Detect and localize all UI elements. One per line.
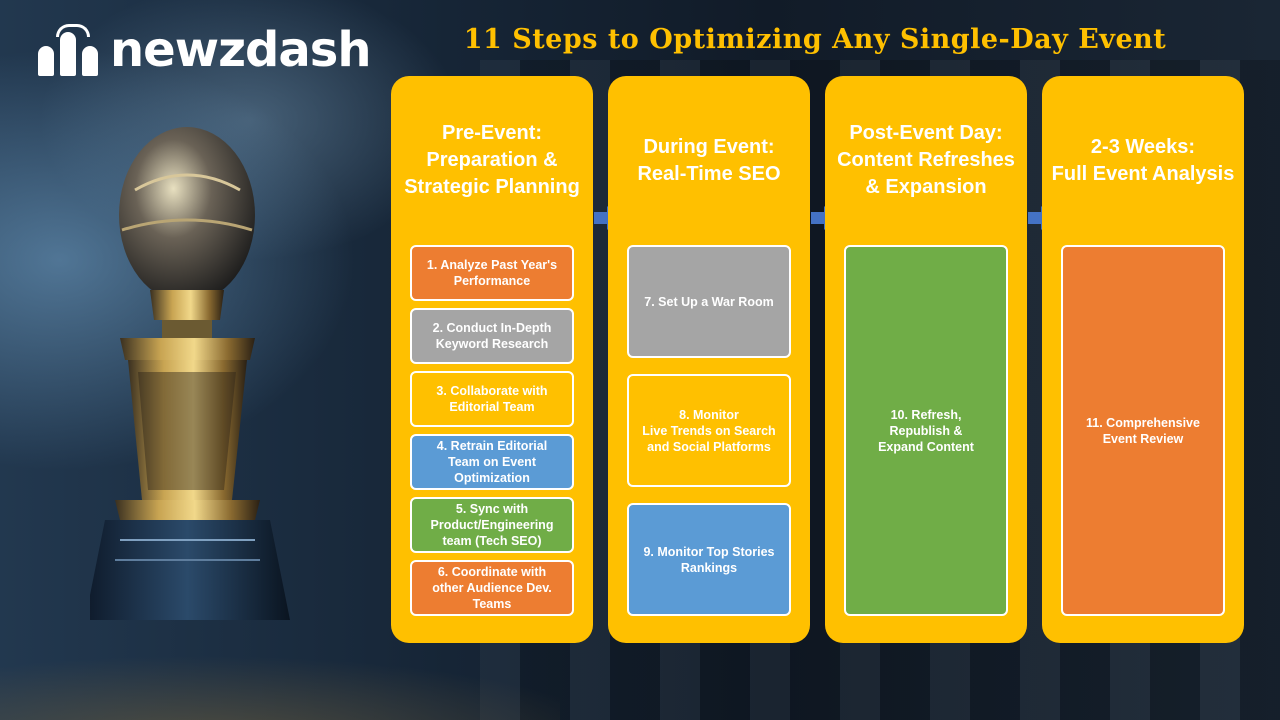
step-10: 10. Refresh, Republish & Expand Content xyxy=(844,245,1008,616)
phase-heading: During Event: Real-Time SEO xyxy=(637,136,781,185)
step-2: 2. Conduct In-Depth Keyword Research xyxy=(410,308,574,364)
step-11: 11. Comprehensive Event Review xyxy=(1061,245,1225,616)
logo-text: newzdash xyxy=(110,22,371,78)
logo-icon xyxy=(36,24,100,76)
brand-logo: newzdash xyxy=(36,22,371,78)
page-title: 11 Steps to Optimizing Any Single-Day Ev… xyxy=(463,24,1167,55)
phase-during-event: During Event: Real-Time SEO 7. Set Up a … xyxy=(608,76,810,643)
phase-heading: Post-Event Day: Content Refreshes & Expa… xyxy=(837,122,1015,198)
step-8: 8. Monitor Live Trends on Search and Soc… xyxy=(627,374,791,487)
phase-post-event: Post-Event Day: Content Refreshes & Expa… xyxy=(825,76,1027,643)
step-5: 5. Sync with Product/Engineering team (T… xyxy=(410,497,574,553)
step-3: 3. Collaborate with Editorial Team xyxy=(410,371,574,427)
phase-heading: Pre-Event: Preparation & Strategic Plann… xyxy=(404,122,580,198)
step-4: 4. Retrain Editorial Team on Event Optim… xyxy=(410,434,574,490)
trophy-illustration xyxy=(90,127,290,620)
phase-heading: 2-3 Weeks: Full Event Analysis xyxy=(1051,136,1235,185)
step-7: 7. Set Up a War Room xyxy=(627,245,791,358)
phase-full-analysis: 2-3 Weeks: Full Event Analysis 11. Compr… xyxy=(1042,76,1244,643)
step-9: 9. Monitor Top Stories Rankings xyxy=(627,503,791,616)
step-6: 6. Coordinate with other Audience Dev. T… xyxy=(410,560,574,616)
phase-pre-event: Pre-Event: Preparation & Strategic Plann… xyxy=(391,76,593,643)
step-1: 1. Analyze Past Year's Performance xyxy=(410,245,574,301)
